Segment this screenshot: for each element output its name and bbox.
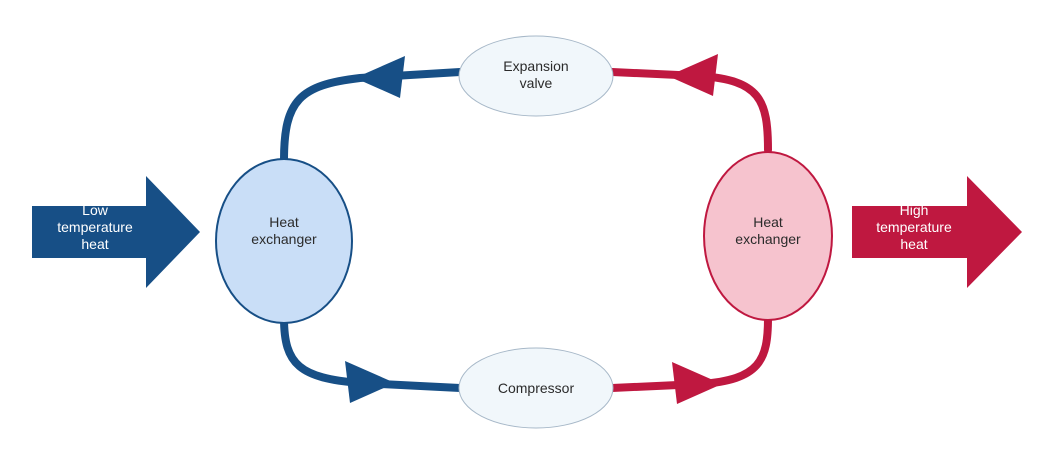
- input-arrow-label: Low temperature heat: [57, 202, 133, 252]
- input-heat-arrow: [32, 176, 200, 288]
- expansion-valve-label: Expansion valve: [503, 58, 569, 91]
- compressor-label: Compressor: [497, 380, 575, 396]
- cold-exchanger-label: Heat exchanger: [251, 214, 317, 247]
- hot-exchanger-label: Heat exchanger: [735, 214, 801, 247]
- hot-heat-exchanger: [703, 151, 833, 321]
- output-arrow-label: High temperature heat: [876, 202, 952, 252]
- output-heat-arrow: [852, 176, 1022, 288]
- compressor: [458, 347, 614, 429]
- cold-bottom-arrowhead: [345, 361, 395, 403]
- hot-top-arrowhead: [668, 54, 718, 96]
- cold-top-arrowhead: [355, 56, 405, 98]
- hot-bottom-arrowhead: [672, 362, 722, 404]
- cold-loop-top-pipe: [280, 68, 464, 164]
- cold-heat-exchanger: [215, 158, 353, 324]
- expansion-valve: [458, 35, 614, 117]
